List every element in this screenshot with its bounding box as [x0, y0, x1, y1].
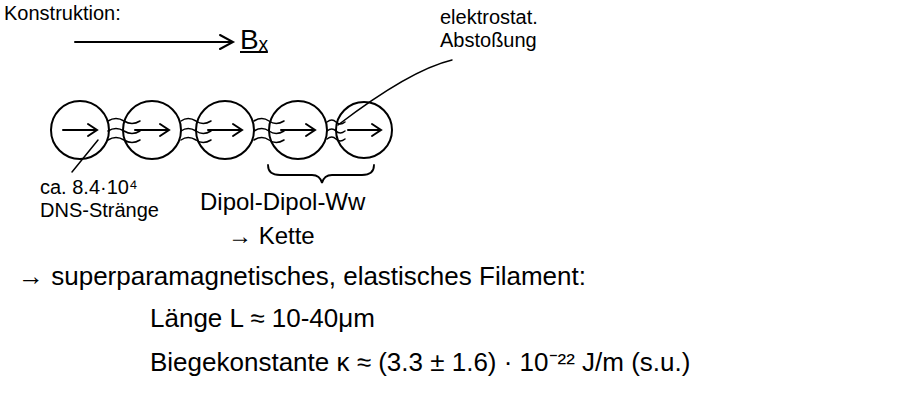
field-arrowhead: [220, 35, 233, 49]
annotation-note: elektrostat. Abstoßung: [440, 6, 590, 52]
annotation-note: ca. 8.4·10⁴ DNS-Stränge: [40, 176, 190, 222]
property-note: Biegekonstante κ ≈ (3.3 ± 1.6) · 10⁻²² J…: [150, 348, 690, 378]
leader-line: [338, 60, 452, 125]
heading-note: Konstruktion:: [4, 2, 121, 25]
field-symbol: Bₓ: [240, 24, 268, 56]
particle-chain: [51, 101, 392, 159]
property-note: Länge L ≈ 10-40μm: [150, 304, 375, 334]
brace: [268, 165, 374, 183]
annotation-note: → Kette: [228, 222, 315, 250]
field-arrow: [75, 41, 232, 43]
result-note: → superparamagnetisches, elastisches Fil…: [18, 262, 586, 292]
dna-strands: [108, 119, 345, 143]
annotation-note: Dipol-Dipol-Ww: [200, 188, 365, 216]
leader-line: [72, 140, 98, 172]
